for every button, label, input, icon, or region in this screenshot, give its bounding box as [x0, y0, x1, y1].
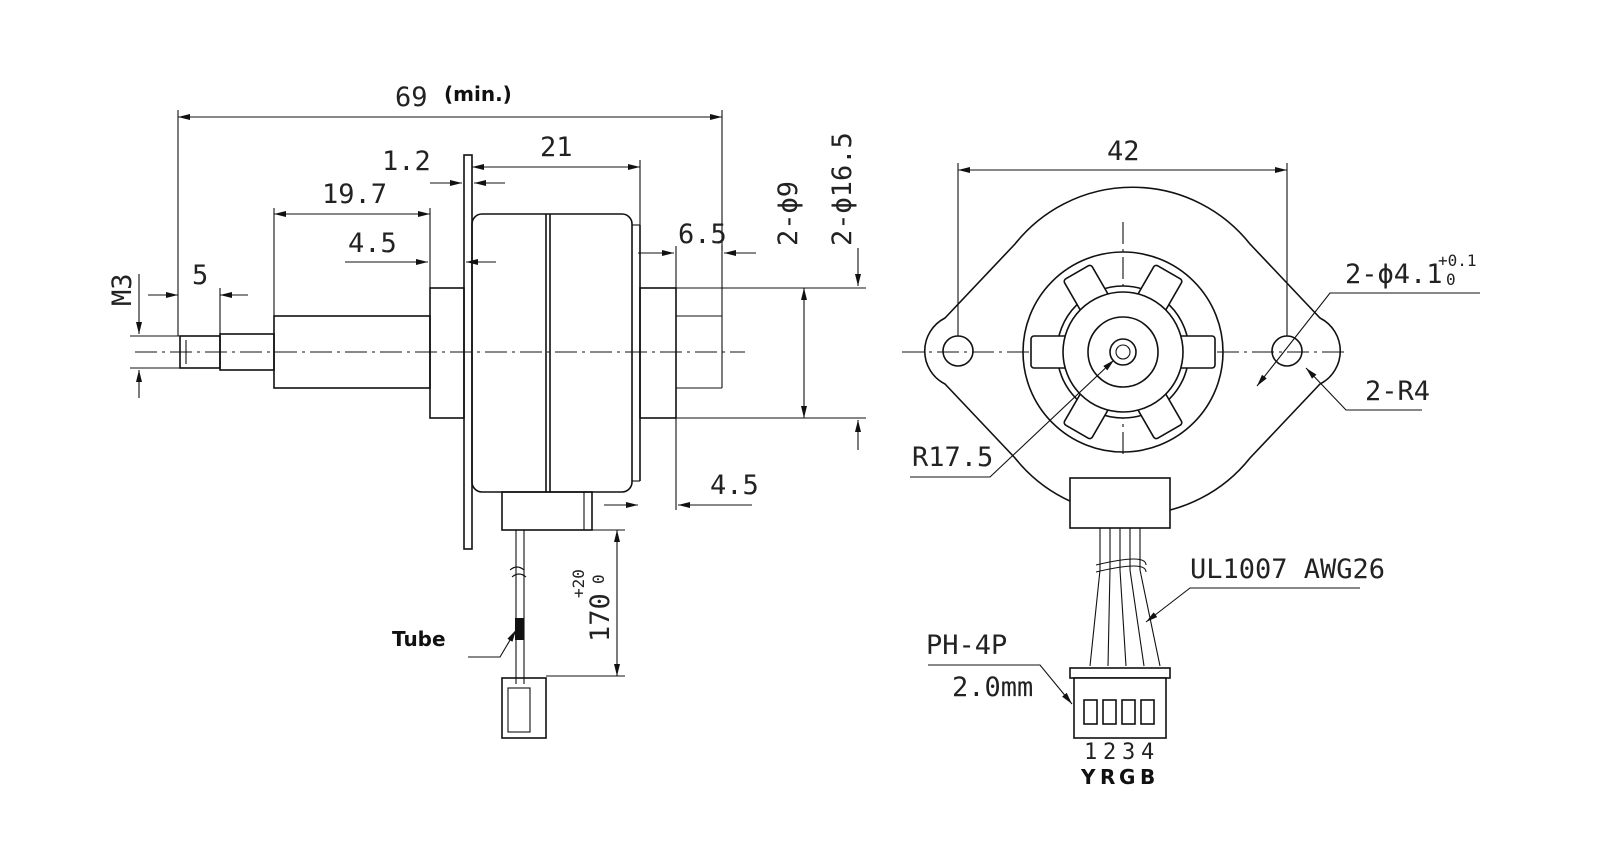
dim-overall-length: 69 — [395, 82, 428, 113]
pin-number-2: 2 — [1103, 740, 1116, 765]
rear-boss — [639, 287, 677, 419]
wire-color-y: Y — [1080, 765, 1096, 789]
dim-rear-offset: 4.5 — [710, 470, 759, 501]
dim-lead-length: 170 — [585, 593, 616, 642]
front-flange — [924, 186, 1341, 516]
tube-sleeve — [515, 618, 524, 640]
dim-diameter-large: 2-ϕ16.5 — [827, 132, 858, 246]
dim-hole-spec: 2-ϕ4.1 — [1345, 259, 1443, 290]
side-view: 69 (min.) 21 1.2 19.7 4.5 5 M3 — [107, 82, 866, 739]
dim-corner-radius: 2-R4 — [1365, 376, 1430, 407]
dim-flange-width: 42 — [1107, 136, 1140, 167]
dim-body-radius: R17.5 — [912, 442, 993, 473]
dim-shaft-extension: 19.7 — [322, 179, 387, 210]
dim-diameter-small: 2-ϕ9 — [773, 181, 804, 246]
wire-bundle — [1089, 528, 1161, 667]
dim-boss-length: 4.5 — [348, 228, 397, 259]
front-lead-exit — [1069, 477, 1171, 529]
wire-color-r: R — [1100, 765, 1115, 789]
front-connector — [1069, 667, 1171, 679]
mount-hole-left — [942, 335, 974, 367]
connector-type: PH-4P — [926, 630, 1007, 661]
lead-exit — [501, 491, 593, 531]
connector-pins — [1083, 699, 1155, 725]
side-connector — [501, 677, 547, 739]
tube-label: Tube — [392, 627, 446, 651]
dim-hole-tol-upper: +0.1 — [1438, 251, 1477, 270]
dim-rear-boss: 6.5 — [678, 219, 727, 250]
connector-pitch: 2.0mm — [952, 672, 1033, 703]
motor-body — [471, 213, 633, 493]
dim-hole-tol-lower: 0 — [1446, 270, 1456, 289]
wire-color-b: B — [1140, 765, 1155, 789]
dim-body-depth: 21 — [540, 132, 573, 163]
dim-lead-tol-upper: +20 — [569, 569, 588, 598]
wire-color-g: G — [1119, 765, 1135, 789]
pin-number-4: 4 — [1141, 740, 1154, 765]
front-view: 42 2-ϕ4.1 +0.1 0 2-R4 R17.5 UL1007 AWG26… — [902, 136, 1480, 789]
pin-number-3: 3 — [1122, 740, 1135, 765]
dim-flange-thickness: 1.2 — [382, 146, 431, 177]
dim-lead-tol-lower: 0 — [589, 574, 608, 584]
wire-spec: UL1007 AWG26 — [1190, 554, 1385, 585]
dim-thread-length: 5 — [192, 260, 208, 291]
output-gear — [1030, 264, 1216, 440]
dim-overall-length-note: (min.) — [444, 82, 512, 106]
boss-step — [429, 287, 465, 419]
dim-thread-spec: M3 — [107, 273, 138, 306]
pin-number-1: 1 — [1084, 740, 1097, 765]
